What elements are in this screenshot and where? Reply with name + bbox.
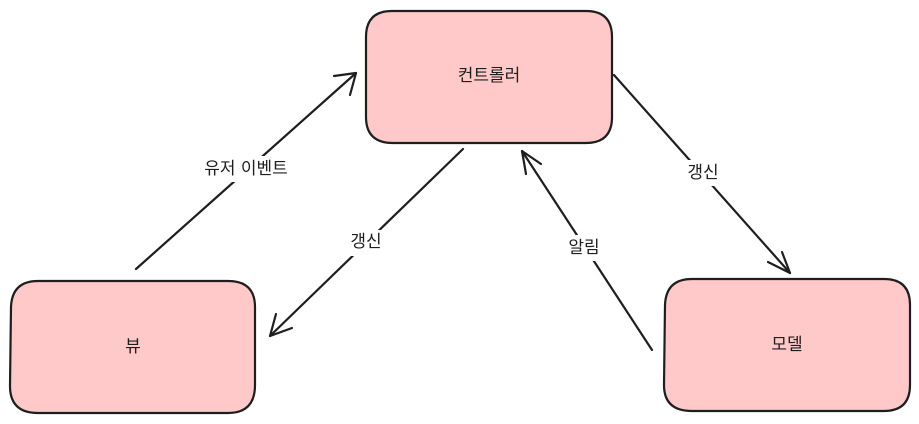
edge-label-text: 알림	[568, 238, 599, 258]
arrowhead-icon	[766, 250, 792, 275]
node-view[interactable]: 뷰	[8, 279, 257, 415]
edge-label-update-view: 갱신	[344, 230, 388, 256]
node-label: 뷰	[125, 337, 141, 357]
edge-label-user-event: 유저 이벤트	[192, 156, 300, 182]
edge-label-text: 유저 이벤트	[204, 159, 288, 179]
node-controller[interactable]: 컨트롤러	[364, 9, 614, 145]
node-label: 모델	[771, 335, 802, 355]
edge-label-update-model: 갱신	[681, 160, 725, 186]
arrowhead-icon	[268, 312, 294, 338]
edge-label-notify: 알림	[562, 235, 608, 261]
edge-label-text: 갱신	[687, 163, 718, 183]
edge-label-text: 갱신	[350, 232, 381, 252]
arrowhead-icon	[520, 149, 543, 176]
node-model[interactable]: 모델	[662, 277, 912, 413]
node-label: 컨트롤러	[458, 66, 521, 86]
arrowhead-icon	[332, 71, 358, 97]
